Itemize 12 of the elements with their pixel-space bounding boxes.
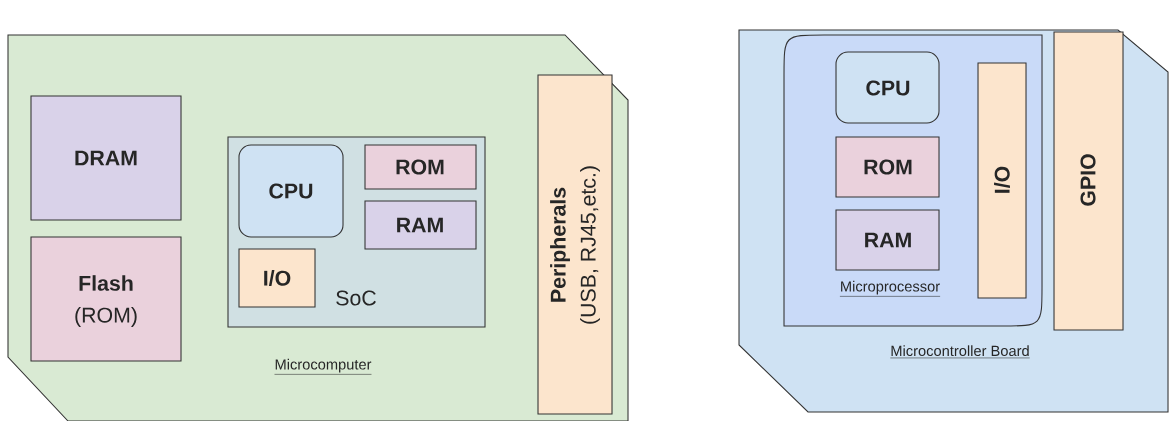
processor-box: CPU: [238, 144, 344, 238]
memory-box: Flash (ROM): [30, 236, 182, 362]
memory-box: ROM: [835, 136, 940, 198]
memory-box: ROM: [364, 144, 477, 190]
io-bar: I/O: [977, 62, 1027, 299]
gpio-bar: GPIO: [1053, 31, 1124, 331]
memory-box: DRAM: [30, 95, 182, 221]
memory-box: RAM: [835, 209, 940, 271]
memory-box: RAM: [364, 200, 477, 250]
processor-box: CPU: [835, 51, 940, 124]
io-box: I/O: [238, 248, 316, 308]
peripherals-bar: Peripherals (USB, RJ45,etc.): [537, 74, 613, 415]
